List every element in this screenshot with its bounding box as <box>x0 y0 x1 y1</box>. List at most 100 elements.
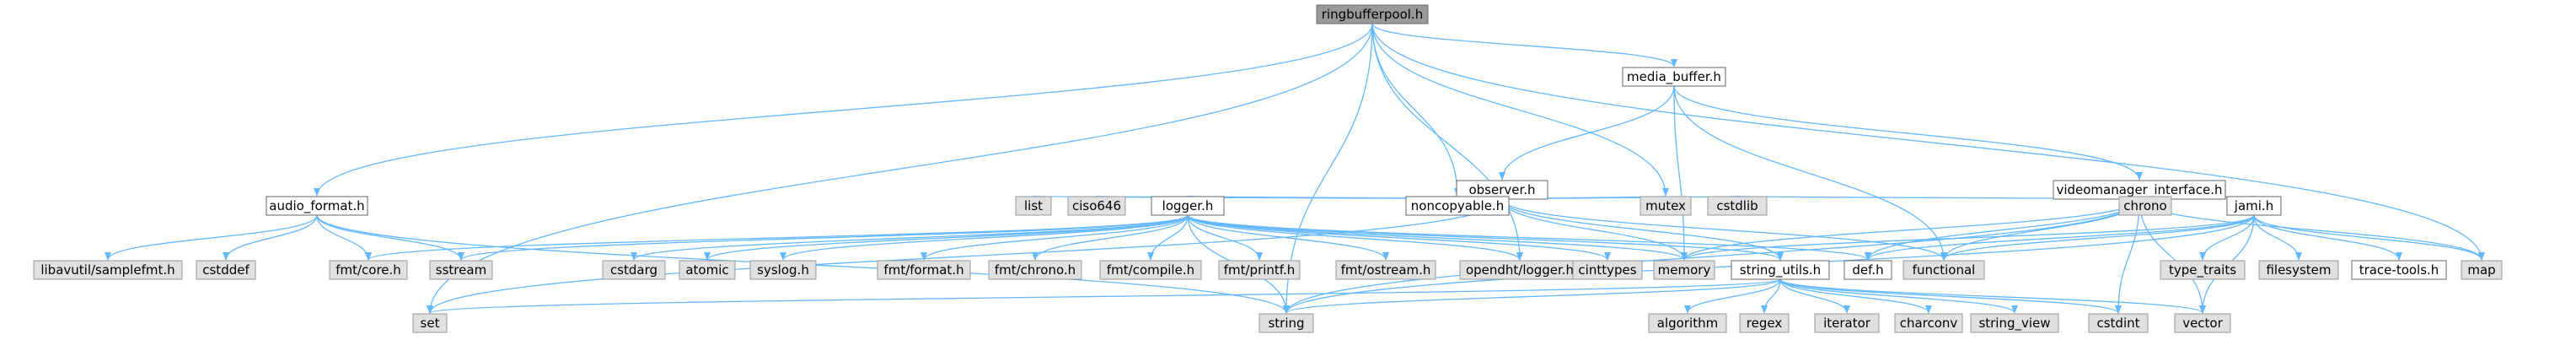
node-iterator: iterator <box>1814 313 1880 333</box>
node-audio-format[interactable]: audio_format.h <box>266 196 368 216</box>
node-noncopyable[interactable]: noncopyable.h <box>1405 196 1510 216</box>
edge-observer-to-string_utils <box>1501 198 1784 261</box>
node-box <box>602 260 666 280</box>
edge-ringbufferpool-to-map <box>1371 23 2485 261</box>
node-algorithm: algorithm <box>1648 313 1727 333</box>
node-label: videomanager_interface.h <box>2056 182 2222 198</box>
edge-audio_format-to-libavutil_samplefmt <box>105 214 318 261</box>
node-media-buffer[interactable]: media_buffer.h <box>1622 67 1726 87</box>
node-opendht-logger: opendht/logger.h <box>1459 260 1580 280</box>
node-label: media_buffer.h <box>1627 69 1721 85</box>
node-box <box>2160 260 2246 280</box>
node-box <box>1648 313 1727 333</box>
edge-string_utils-to-vector <box>1779 278 2206 314</box>
node-box <box>1739 313 1790 333</box>
edge-string_utils-to-cstdint <box>1779 278 2122 314</box>
node-cinttypes: cinttypes <box>1572 260 1643 280</box>
edge-videomanager_interface-to-memory <box>1681 198 2140 261</box>
edge-string_utils-to-charconv <box>1779 278 1932 314</box>
edge-jami-to-map <box>2253 214 2485 261</box>
edge-logger-to-sstream <box>458 214 1189 261</box>
node-label: fmt/format.h <box>883 262 963 278</box>
node-layer: ringbufferpool.h media_buffer.h observer.h… <box>33 4 2503 333</box>
node-label: cstddef <box>202 262 250 278</box>
node-label: memory <box>1658 262 1711 278</box>
node-videomanager-interface[interactable]: videomanager_interface.h <box>2053 180 2226 200</box>
node-box <box>1902 260 1985 280</box>
node-string-view: string_view <box>1970 313 2059 333</box>
node-ringbufferpool[interactable]: ringbufferpool.h <box>1316 4 1429 24</box>
edge-media_buffer-to-memory <box>1673 85 1688 261</box>
node-label: cstdlib <box>1716 198 1758 213</box>
node-box <box>1067 196 1126 216</box>
edge-logger-to-string_utils <box>1187 214 1784 261</box>
node-label: regex <box>1747 316 1783 331</box>
edge-logger-to-fmt_compile <box>1147 214 1189 261</box>
node-logger[interactable]: logger.h <box>1151 196 1225 216</box>
node-box <box>429 260 493 280</box>
node-box <box>1731 260 1830 280</box>
node-box <box>266 196 368 216</box>
edge-jami-to-memory <box>1681 214 2255 261</box>
node-label: string_view <box>1978 316 2050 332</box>
node-label: fmt/printf.h <box>1224 262 1296 278</box>
node-label: libavutil/samplefmt.h <box>40 262 174 278</box>
edge-ringbufferpool-to-set <box>427 23 1373 314</box>
node-box <box>1572 260 1643 280</box>
node-box <box>2351 260 2447 280</box>
node-cstdlib: cstdlib <box>1707 196 1768 216</box>
node-label: functional <box>1913 262 1976 278</box>
node-box <box>2088 313 2149 333</box>
node-label: map <box>2467 262 2495 278</box>
node-label: chrono <box>2123 198 2166 213</box>
edge-logger-to-cstdarg <box>631 214 1189 261</box>
node-box <box>1258 313 1314 333</box>
node-string-utils[interactable]: string_utils.h <box>1731 260 1830 280</box>
node-syslog: syslog.h <box>749 260 817 280</box>
node-label: jami.h <box>2234 198 2273 213</box>
node-label: logger.h <box>1162 198 1214 213</box>
node-box <box>412 313 448 333</box>
node-trace-tools[interactable]: trace-tools.h <box>2351 260 2447 280</box>
edge-logger-to-syslog <box>780 214 1189 261</box>
node-label: def.h <box>1852 262 1883 278</box>
edge-observer-to-set <box>427 198 1503 314</box>
node-cstdarg: cstdarg <box>602 260 666 280</box>
node-box <box>1151 196 1225 216</box>
edge-ringbufferpool-to-media_buffer <box>1371 23 1677 67</box>
node-box <box>1622 67 1726 87</box>
edge-logger-to-fmt_chrono <box>1032 214 1189 261</box>
node-set: set <box>412 313 448 333</box>
edge-videomanager_interface-to-cstdint <box>2115 198 2140 314</box>
node-box <box>1218 260 1301 280</box>
node-label: iterator <box>1823 316 1871 331</box>
node-label: mutex <box>1645 198 1686 213</box>
node-box <box>1843 260 1892 280</box>
node-box <box>2118 196 2172 216</box>
node-label: sstream <box>436 262 486 278</box>
node-jami[interactable]: jami.h <box>2226 196 2282 216</box>
edge-string_utils-to-algorithm <box>1684 278 1781 314</box>
node-label: ringbufferpool.h <box>1322 7 1423 22</box>
node-label: cstdint <box>2096 316 2139 331</box>
node-label: charconv <box>1900 316 1958 331</box>
node-observer[interactable]: observer.h <box>1456 180 1548 200</box>
node-label: vector <box>2182 316 2223 331</box>
edge-observer-to-memory <box>1501 198 1688 261</box>
node-label: observer.h <box>1468 182 1535 197</box>
node-map: map <box>2461 260 2503 280</box>
node-def[interactable]: def.h <box>1843 260 1892 280</box>
node-label: opendht/logger.h <box>1466 262 1574 278</box>
edge-logger-to-cinttypes <box>1187 214 1611 261</box>
node-libavutil-samplefmt: libavutil/samplefmt.h <box>33 260 183 280</box>
node-box <box>749 260 817 280</box>
node-label: trace-tools.h <box>2359 262 2439 278</box>
edge-videomanager_interface-to-functional <box>1940 198 2140 261</box>
edge-ringbufferpool-to-audio_format <box>314 23 1373 197</box>
edge-string_utils-to-string_view <box>1779 278 2018 314</box>
node-label: filesystem <box>2266 262 2331 278</box>
node-box <box>2226 196 2282 216</box>
edge-logger-to-opendht_logger <box>1187 214 1523 261</box>
node-label: list <box>1024 198 1043 213</box>
node-box <box>1707 196 1768 216</box>
